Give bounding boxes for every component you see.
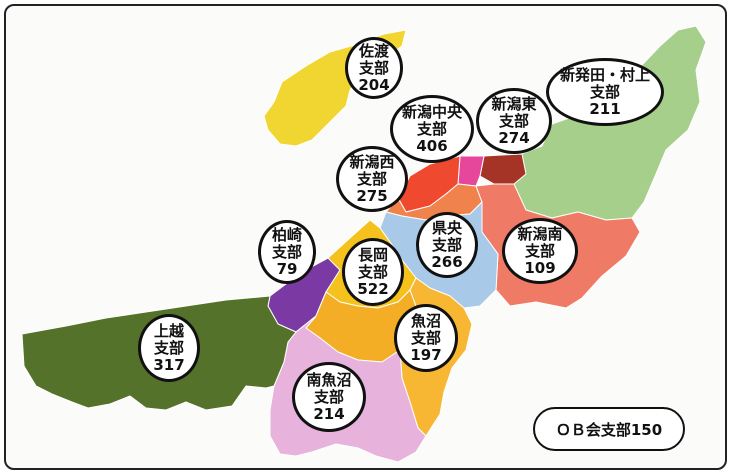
branch-suffix: 支部 bbox=[356, 169, 387, 188]
branch-name: 南魚沼 bbox=[306, 370, 352, 389]
branch-name: 柏崎 bbox=[271, 225, 302, 244]
branch-name: 上越 bbox=[153, 321, 184, 340]
branch-suffix: 支部 bbox=[410, 328, 441, 347]
branch-count: 266 bbox=[431, 252, 463, 271]
branch-suffix: 支部 bbox=[498, 111, 529, 130]
branch-name: 佐渡 bbox=[358, 41, 389, 60]
label-kenou: 県央 支部 266 bbox=[416, 212, 478, 278]
branch-count: 197 bbox=[410, 345, 442, 364]
branch-count: 275 bbox=[356, 186, 388, 205]
label-sado: 佐渡 支部 204 bbox=[345, 37, 403, 99]
branch-suffix: 支部 bbox=[271, 242, 302, 261]
label-minamiuonuma: 南魚沼 支部 214 bbox=[292, 362, 366, 432]
map-frame: 佐渡 支部 204 新潟中央 支部 406 新潟東 支部 274 新発田・村上 … bbox=[4, 4, 727, 470]
label-uonuma: 魚沼 支部 197 bbox=[394, 304, 458, 372]
label-kashiwazaki: 柏崎 支部 79 bbox=[258, 220, 316, 284]
branch-count: 274 bbox=[498, 128, 530, 147]
label-shibata-murakami: 新発田・村上 支部 211 bbox=[546, 58, 664, 126]
branch-count: 214 bbox=[313, 404, 345, 423]
branch-count: 204 bbox=[358, 75, 390, 94]
branch-name: 新潟南 bbox=[517, 224, 563, 243]
branch-suffix: 支部 bbox=[431, 235, 462, 254]
branch-name: 長岡 bbox=[357, 245, 388, 264]
branch-name: 魚沼 bbox=[410, 311, 441, 330]
branch-suffix: 支部 bbox=[357, 262, 388, 281]
branch-name: 新発田・村上 bbox=[559, 65, 650, 84]
branch-name: 県央 bbox=[431, 218, 462, 237]
region-niigata-higashi[interactable] bbox=[479, 153, 527, 185]
branch-suffix: 支部 bbox=[524, 241, 555, 260]
region-pink-small[interactable] bbox=[457, 155, 485, 187]
branch-suffix: 支部 bbox=[589, 82, 620, 101]
ob-branch-badge: ＯＢ会支部150 bbox=[533, 407, 685, 451]
branch-count: 522 bbox=[357, 279, 389, 298]
branch-name: 新潟東 bbox=[491, 94, 537, 113]
label-niigata-chuo: 新潟中央 支部 406 bbox=[390, 95, 474, 163]
branch-suffix: 支部 bbox=[416, 119, 447, 138]
branch-suffix: 支部 bbox=[153, 338, 184, 357]
label-niigata-nishi: 新潟西 支部 275 bbox=[336, 146, 408, 212]
label-joetsu: 上越 支部 317 bbox=[138, 314, 200, 382]
branch-suffix: 支部 bbox=[313, 387, 344, 406]
branch-name: 新潟中央 bbox=[401, 102, 462, 121]
label-nagaoka: 長岡 支部 522 bbox=[342, 238, 404, 306]
branch-name: 新潟西 bbox=[349, 152, 395, 171]
branch-count: 79 bbox=[276, 259, 298, 278]
branch-count: 109 bbox=[524, 258, 556, 277]
branch-suffix: 支部 bbox=[358, 58, 389, 77]
label-niigata-minami: 新潟南 支部 109 bbox=[502, 218, 578, 284]
branch-count: 406 bbox=[416, 136, 448, 155]
label-niigata-higashi: 新潟東 支部 274 bbox=[476, 88, 552, 154]
branch-count: 211 bbox=[589, 99, 621, 118]
branch-count: 317 bbox=[153, 355, 185, 374]
